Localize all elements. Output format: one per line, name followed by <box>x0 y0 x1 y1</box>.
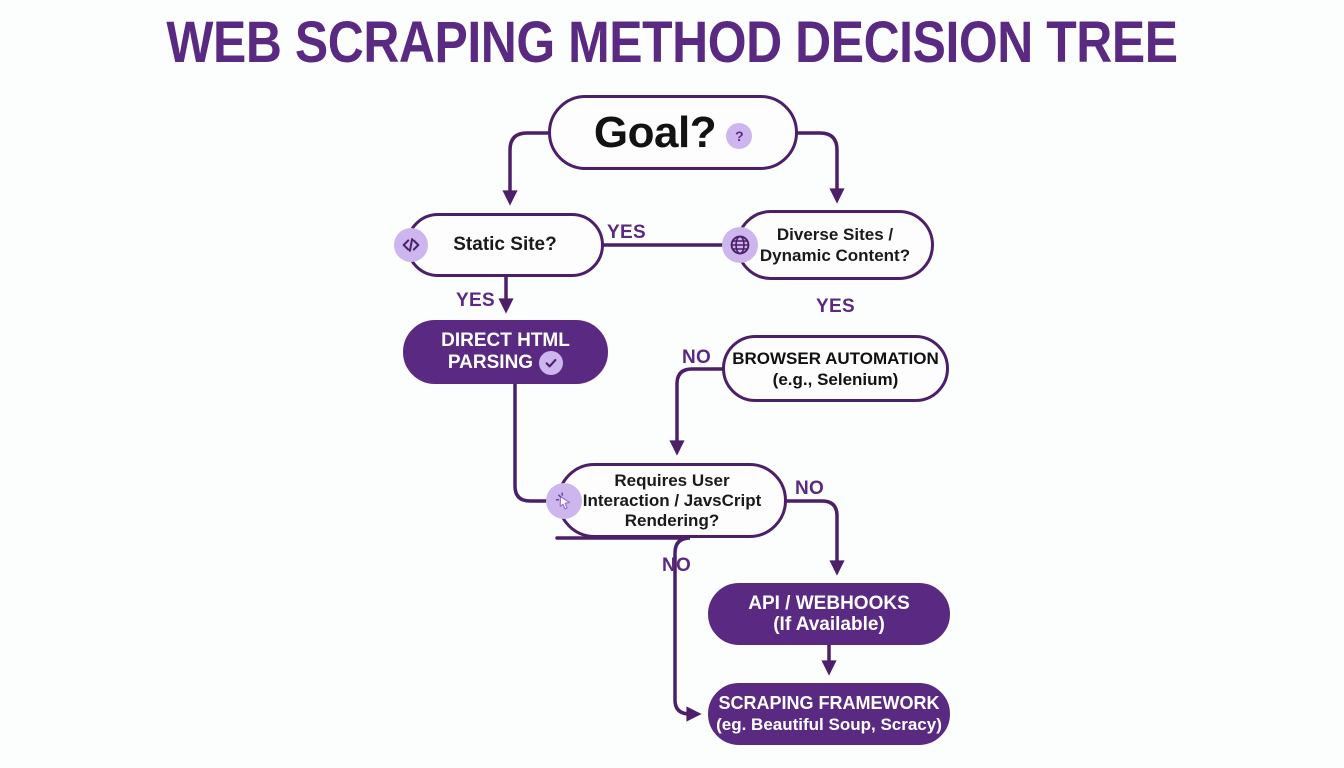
node-scraping-framework-line1: SCRAPING FRAMEWORK <box>718 693 940 713</box>
node-goal[interactable]: Goal? ? <box>548 95 798 170</box>
edge-direct-to-requires <box>513 382 554 503</box>
node-api-webhooks[interactable]: API / WEBHOOKS (If Available) <box>708 583 950 645</box>
edge-label-diverse-to-browser: YES <box>816 296 855 317</box>
node-goal-label: Goal? <box>593 107 717 157</box>
node-api-webhooks-line1: API / WEBHOOKS <box>748 593 910 614</box>
edge-label-static-to-direct: YES <box>456 290 495 311</box>
edge-requires-to-scraping <box>555 536 702 722</box>
edge-label-requires-to-api: NO <box>795 478 825 499</box>
node-api-webhooks-line2: (If Available) <box>773 614 885 635</box>
node-diverse-sites-line2: Dynamic Content? <box>759 246 911 265</box>
node-browser-automation[interactable]: BROWSER AUTOMATION (e.g., Selenium) <box>722 335 949 402</box>
node-direct-html-parsing-line2: PARSING <box>447 351 534 373</box>
node-direct-html-parsing-line1: DIRECT HTML <box>441 329 570 351</box>
node-scraping-framework[interactable]: SCRAPING FRAMEWORK (eg. Beautiful Soup, … <box>708 683 950 745</box>
edge-browser-to-requires <box>669 367 724 456</box>
node-static-site-label: Static Site? <box>453 234 557 255</box>
node-browser-automation-line2: (e.g., Selenium) <box>772 369 899 389</box>
node-browser-automation-line1: BROWSER AUTOMATION <box>732 348 939 368</box>
edge-label-requires-to-scraping: NO <box>662 555 692 576</box>
node-requires-user-interaction[interactable]: Requires User Interaction / JavsCript Re… <box>557 463 787 538</box>
node-scraping-framework-line2: (eg. Beautiful Soup, Scracy) <box>716 715 942 734</box>
node-requires-line2: Interaction / JavsCript <box>582 490 762 510</box>
edge-goal-to-diverse <box>796 131 845 204</box>
node-direct-html-parsing[interactable]: DIRECT HTML PARSING <box>403 320 608 384</box>
node-requires-line3: Rendering? <box>624 510 720 530</box>
globe-icon <box>722 227 758 263</box>
edge-requires-to-api <box>785 499 845 576</box>
cursor-click-icon <box>546 483 582 519</box>
question-badge-icon: ? <box>726 122 753 149</box>
node-static-site[interactable]: Static Site? <box>406 213 604 277</box>
node-requires-line1: Requires User <box>614 470 730 490</box>
edge-label-browser-to-requires: NO <box>682 347 712 368</box>
edge-goal-to-static <box>502 131 550 206</box>
code-icon <box>394 228 428 262</box>
node-diverse-sites-line1: Diverse Sites / <box>776 225 894 244</box>
page-title: WEB SCRAPING METHOD DECISION TREE <box>166 10 1178 75</box>
node-diverse-sites[interactable]: Diverse Sites / Dynamic Content? <box>736 210 934 280</box>
check-badge-icon <box>539 350 564 375</box>
edge-label-static-to-diverse: YES <box>607 222 646 243</box>
